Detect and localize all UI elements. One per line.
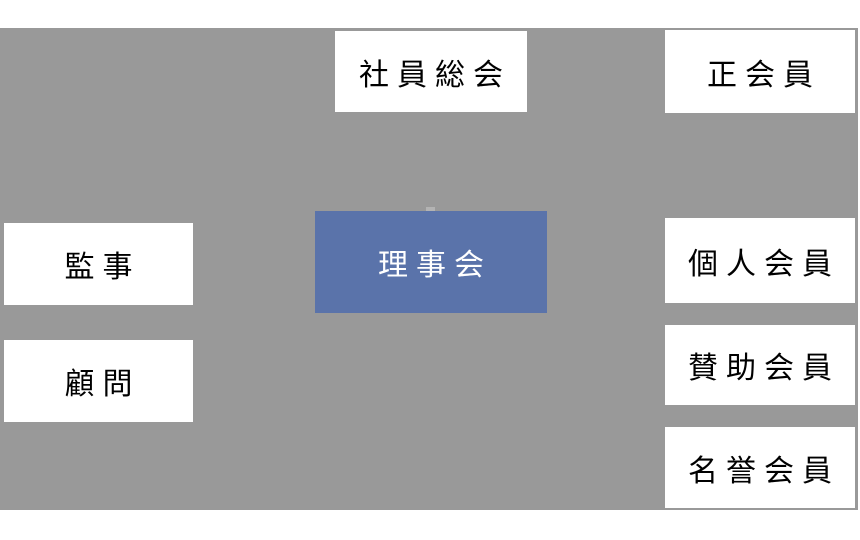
node-individual-member: 個人会員 — [665, 218, 855, 303]
node-advisor: 顧問 — [4, 340, 193, 422]
node-auditor: 監事 — [4, 223, 193, 305]
node-general-meeting: 社員総会 — [335, 31, 527, 112]
node-honorary-member: 名誉会員 — [665, 427, 855, 508]
connector-stub — [426, 207, 435, 211]
node-supporting-member: 賛助会員 — [665, 325, 855, 405]
node-board-of-directors: 理事会 — [315, 211, 547, 313]
node-regular-member: 正会員 — [665, 30, 855, 113]
